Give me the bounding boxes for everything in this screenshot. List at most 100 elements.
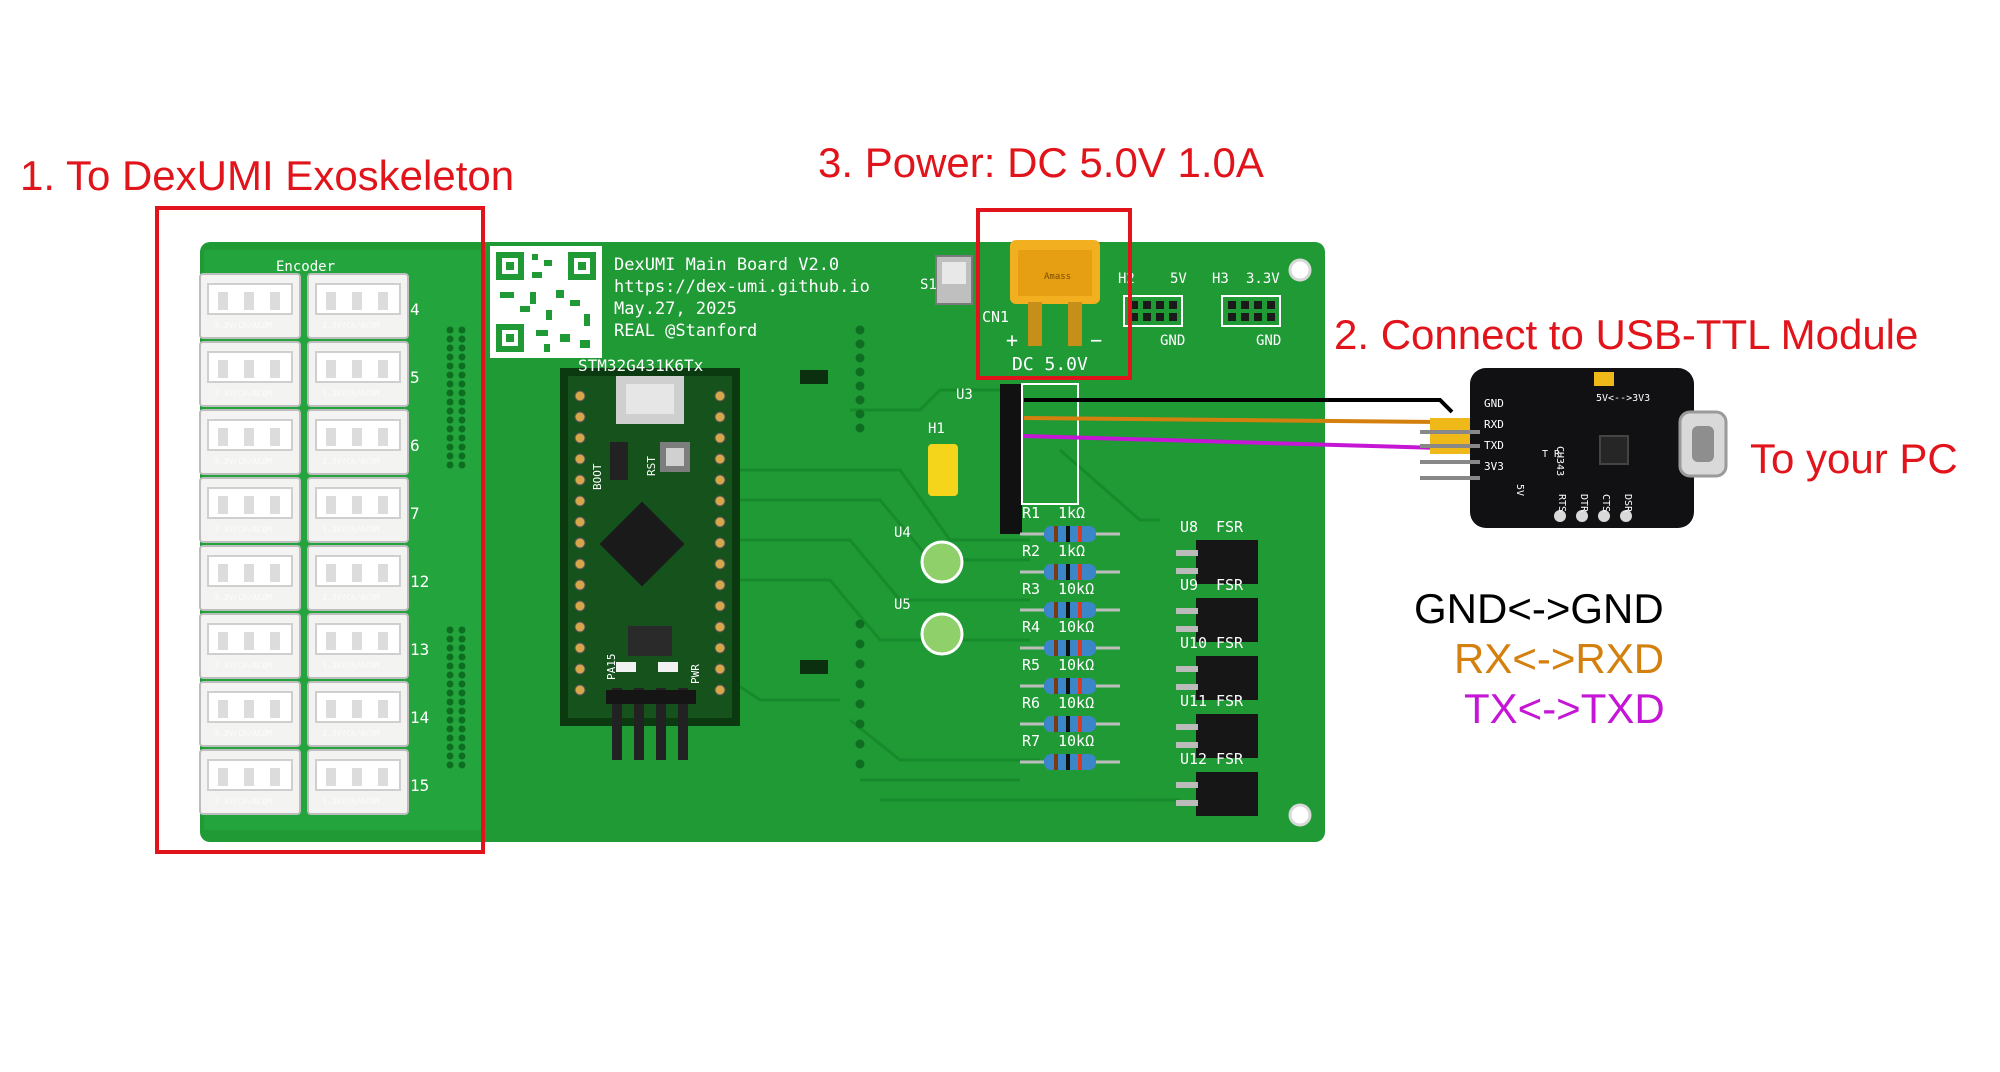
- exoskeleton-highlight-box: [155, 206, 485, 854]
- usb-pin-label: RXD: [1484, 418, 1504, 431]
- power-highlight-box: [976, 208, 1132, 380]
- connector-label: 3.3V/Ch/ACOM: [322, 797, 380, 806]
- mount-hole: [1288, 258, 1312, 282]
- port-number: 13: [410, 640, 430, 659]
- fsr-ref: U8: [1180, 518, 1199, 536]
- resistor-value: 1kΩ: [1058, 542, 1086, 560]
- resistor-ref: R7: [1022, 732, 1041, 750]
- usb-pin-label: CTS: [1600, 494, 1611, 513]
- port-number: 4: [410, 300, 420, 319]
- pin-map-rx: RX<->RXD: [1454, 635, 1665, 682]
- pin-map-tx: TX<->TXD: [1464, 685, 1665, 732]
- rst-label: RST: [645, 456, 658, 476]
- resistor-value: 10kΩ: [1058, 694, 1095, 712]
- encoder-label: Encoder: [276, 259, 336, 275]
- resistor-value: 10kΩ: [1058, 656, 1095, 674]
- connector-label: 3.3V/Ch/ACOM: [214, 321, 272, 330]
- resistor-ref: R5: [1022, 656, 1041, 674]
- fsr-ref: U11: [1180, 692, 1208, 710]
- fsr-connector: [1196, 772, 1258, 816]
- resistor-value: 1kΩ: [1058, 504, 1086, 522]
- connector-label: 3.3V/Ch/ACOM: [214, 525, 272, 534]
- usb-t-label: T: [1542, 449, 1549, 460]
- h2-voltage: 5V: [1170, 271, 1187, 287]
- boot-label: BOOT: [591, 463, 604, 491]
- u4-label: U4: [894, 525, 911, 541]
- usb-pin-label: GND: [1484, 397, 1504, 410]
- power-callout: 3. Power: DC 5.0V 1.0A: [818, 139, 1264, 186]
- resistor-value: 10kΩ: [1058, 618, 1095, 636]
- xt60-connector: [1010, 240, 1100, 346]
- resistor-ref: R1: [1022, 504, 1041, 522]
- resistor-ref: R2: [1022, 542, 1041, 560]
- jumper-h1: [928, 444, 958, 496]
- fsr-ref: U9: [1180, 576, 1199, 594]
- fsr-label: FSR: [1216, 750, 1244, 768]
- mcu-label: STM32G431K6Tx: [578, 356, 704, 375]
- connector-label: 3.3V/Ch/ACOM: [214, 661, 272, 670]
- fsr-connector: [1196, 598, 1258, 642]
- port-number: 15: [410, 776, 430, 795]
- usb-pin-label: DTR: [1578, 494, 1589, 513]
- connector-label: 3.3V/Ch/ACOM: [322, 321, 380, 330]
- u3-label: U3: [956, 387, 973, 403]
- usb-ttl-callout: 2. Connect to USB-TTL Module: [1334, 311, 1919, 358]
- board-url: https://dex-umi.github.io: [614, 277, 870, 297]
- xt60-brand: Amass: [1044, 272, 1072, 282]
- led-u4: [920, 540, 964, 584]
- pwr-label: PWR: [689, 664, 702, 684]
- wire-gnd: [1024, 398, 1454, 414]
- dc-label: DC 5.0V: [1012, 354, 1088, 375]
- h3-label: H3: [1212, 271, 1229, 287]
- port-number: 6: [410, 436, 420, 455]
- cn1-label: CN1: [982, 308, 1010, 326]
- fsr-connector: [1196, 656, 1258, 700]
- usb-pin-label: RTS: [1556, 494, 1567, 513]
- port-number: 7: [410, 504, 420, 523]
- h3-gnd: GND: [1256, 333, 1282, 349]
- usb-pin-label: TXD: [1484, 439, 1504, 452]
- fsr-ref: U10: [1180, 634, 1208, 652]
- led-u5: [920, 612, 964, 656]
- fsr-connector: [1196, 540, 1258, 584]
- mount-hole: [1288, 803, 1312, 827]
- usb-pin-label: 3V3: [1484, 460, 1504, 473]
- fsr-label: FSR: [1216, 634, 1244, 652]
- u5-label: U5: [894, 597, 911, 613]
- resistor-ref: R3: [1022, 580, 1041, 598]
- connector-label: 3.3V/Ch/ACOM: [214, 729, 272, 738]
- fsr-label: FSR: [1216, 518, 1244, 536]
- board-title-line: DexUMI Main Board V2.0: [614, 255, 840, 275]
- port-number: 14: [410, 708, 430, 727]
- fsr-label: FSR: [1216, 692, 1244, 710]
- connector-label: 3.3V/Ch/ACOM: [322, 729, 380, 738]
- pa15-label: PA15: [605, 653, 618, 681]
- connector-label: 3.3V/Ch/ACOM: [214, 457, 272, 466]
- exoskeleton-callout: 1. To DexUMI Exoskeleton: [20, 152, 515, 199]
- resistor-ref: R6: [1022, 694, 1041, 712]
- port-number: 12: [410, 572, 430, 591]
- connector-label: 3.3V/Ch/ACOM: [214, 593, 272, 602]
- board-date: May.27, 2025: [614, 299, 737, 319]
- plus-label: +: [1006, 328, 1019, 352]
- connector-label: 3.3V/Ch/ACOM: [322, 389, 380, 398]
- board-title: DexUMI Main Board V2.0 https://dex-umi.g…: [614, 254, 870, 342]
- connector-label: 3.3V/Ch/ACOM: [214, 389, 272, 398]
- wire-tx: [1023, 434, 1441, 450]
- usb-pin-label: DSR: [1622, 494, 1633, 513]
- usb-5v-label: 5V: [1514, 484, 1525, 497]
- fsr-label: FSR: [1216, 576, 1244, 594]
- port-number: 5: [410, 368, 420, 387]
- mcu-module: [560, 368, 740, 726]
- resistor-ref: R4: [1022, 618, 1041, 636]
- resistor-value: 10kΩ: [1058, 732, 1095, 750]
- header-u3: [1000, 384, 1022, 534]
- connector-label: 3.3V/Ch/ACOM: [214, 797, 272, 806]
- board-lab: REAL @Stanford: [614, 321, 758, 341]
- minus-label: −: [1090, 328, 1103, 352]
- h3-voltage: 3.3V: [1246, 271, 1280, 287]
- connector-label: 3.3V/Ch/ACOM: [322, 661, 380, 670]
- fsr-connector: [1196, 714, 1258, 758]
- qr-code: [490, 246, 602, 358]
- h2-gnd: GND: [1160, 333, 1186, 349]
